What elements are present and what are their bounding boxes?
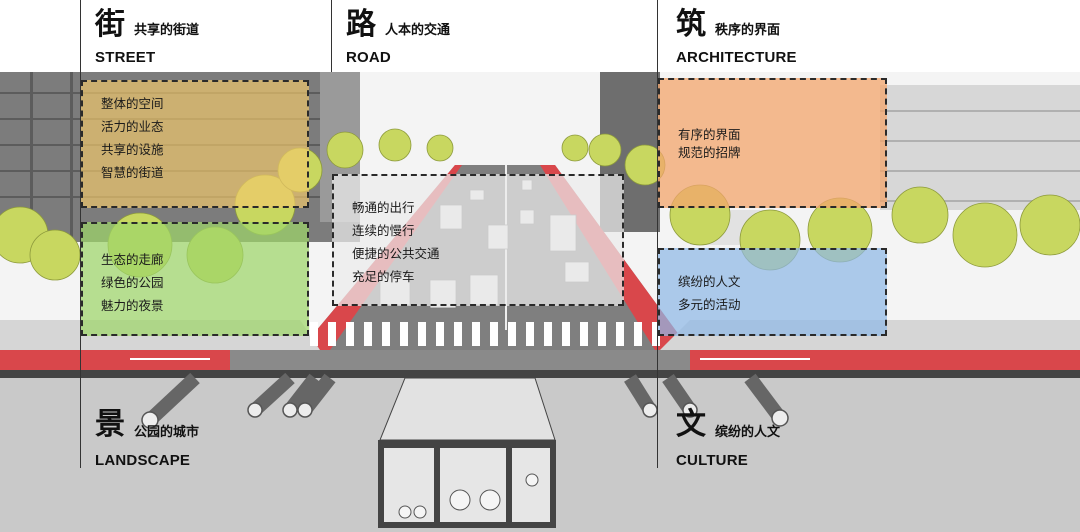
list-item: 缤纷的人文 bbox=[678, 270, 741, 293]
list-item: 魅力的夜景 bbox=[101, 294, 164, 317]
culture-box: 缤纷的人文 多元的活动 bbox=[658, 248, 887, 336]
divider-center bbox=[331, 0, 332, 72]
list-item: 充足的停车 bbox=[352, 265, 440, 288]
road-box: 畅通的出行 连续的慢行 便捷的公共交通 充足的停车 bbox=[332, 174, 624, 306]
culture-english: CULTURE bbox=[676, 453, 748, 468]
landscape-english: LANDSCAPE bbox=[95, 453, 190, 468]
list-item: 畅通的出行 bbox=[352, 196, 440, 219]
landscape-subtitle: 公园的城市 bbox=[134, 426, 199, 439]
list-item: 绿色的公园 bbox=[101, 271, 164, 294]
landscape-box: 生态的走廊 绿色的公园 魅力的夜景 bbox=[81, 222, 309, 336]
road-char: 路 bbox=[346, 10, 376, 40]
street-box: 整体的空间 活力的业态 共享的设施 智慧的街道 bbox=[81, 80, 309, 208]
architecture-english: ARCHITECTURE bbox=[676, 50, 797, 65]
road-subtitle: 人本的交通 bbox=[385, 24, 450, 37]
architecture-subtitle: 秩序的界面 bbox=[715, 24, 780, 37]
utility-tunnel bbox=[378, 378, 556, 528]
list-item: 共享的设施 bbox=[101, 138, 164, 161]
architecture-box: 有序的界面 规范的招牌 bbox=[658, 78, 887, 208]
list-item: 便捷的公共交通 bbox=[352, 242, 440, 265]
list-item: 多元的活动 bbox=[678, 293, 741, 316]
list-item: 活力的业态 bbox=[101, 115, 164, 138]
list-item: 规范的招牌 bbox=[678, 144, 741, 162]
road-english: ROAD bbox=[346, 50, 391, 65]
culture-subtitle: 缤纷的人文 bbox=[715, 426, 780, 439]
landscape-char: 景 bbox=[95, 410, 125, 440]
architecture-char: 筑 bbox=[676, 10, 706, 40]
list-item: 智慧的街道 bbox=[101, 161, 164, 184]
street-char: 街 bbox=[95, 10, 125, 40]
culture-char: 文 bbox=[676, 410, 706, 440]
divider-right bbox=[657, 0, 658, 468]
street-subtitle: 共享的街道 bbox=[134, 24, 199, 37]
list-item: 生态的走廊 bbox=[101, 248, 164, 271]
list-item: 有序的界面 bbox=[678, 126, 741, 144]
street-english: STREET bbox=[95, 50, 155, 65]
list-item: 连续的慢行 bbox=[352, 219, 440, 242]
list-item: 整体的空间 bbox=[101, 92, 164, 115]
